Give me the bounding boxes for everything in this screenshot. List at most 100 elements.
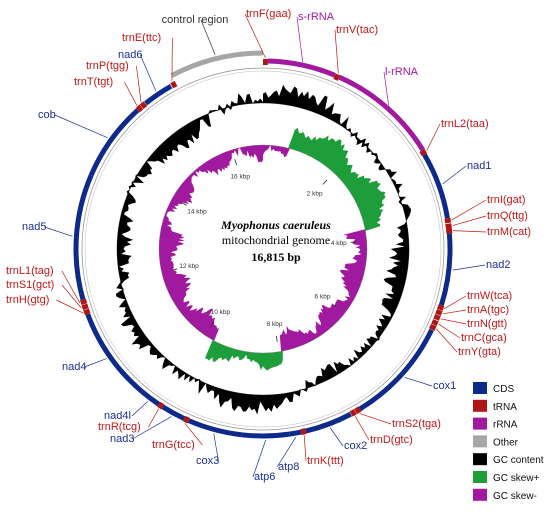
feature-label-trna-tgc: trnA(tgc)	[467, 304, 509, 316]
kbp-tick-mark	[209, 321, 215, 328]
feature-label-control-region: control region	[162, 14, 229, 26]
feature-label-trns1-gct: trnS1(gct)	[6, 279, 54, 291]
label-leader-nad4l	[131, 401, 149, 417]
label-leader-trna-tgc	[442, 309, 467, 315]
genome-title: Myophonus caeruleus mitochondrial genome…	[220, 218, 331, 264]
feature-label-trnq-ttg: trnQ(ttg)	[487, 210, 528, 222]
feature-label-trng-tcc: trnG(tcc)	[152, 439, 195, 451]
label-leader-cox2	[329, 427, 344, 447]
feature-trns2-tga	[354, 406, 362, 415]
feature-label-nad4: nad4	[62, 361, 86, 373]
feature-nad4	[85, 313, 144, 394]
label-leader-l-rrna	[383, 71, 389, 106]
label-leader-nad3	[132, 416, 172, 440]
feature-trni-gat	[444, 217, 452, 224]
legend-swatch-gc-skew	[473, 471, 487, 483]
kbp-tick-mark	[234, 159, 237, 166]
label-leader-trny-gta	[436, 328, 458, 353]
feature-nad5	[73, 174, 94, 301]
label-leader-nad4	[84, 358, 107, 368]
kbp-tick-mark	[331, 303, 337, 308]
feature-trnl1-tag	[80, 298, 88, 306]
label-leader-trnm-cat	[453, 230, 487, 233]
feature-label-trnv-tac: trnV(tac)	[336, 24, 378, 36]
label-leader-control-region	[200, 19, 216, 55]
feature-label-atp6: atp6	[254, 471, 275, 483]
feature-cox1	[358, 328, 434, 412]
feature-cox2	[305, 411, 352, 434]
feature-trnv-tac	[333, 73, 341, 81]
feature-label-s-rrna: s-rRNA	[298, 11, 335, 23]
legend-label-gc-content: GC content	[493, 455, 544, 466]
label-leader-nad5	[44, 226, 73, 237]
label-leader-trne-ttc	[171, 37, 173, 82]
feature-trnk-ttt	[300, 428, 307, 436]
feature-cob	[88, 108, 140, 176]
label-leader-atp6	[252, 439, 267, 478]
species-name: Myophonus caeruleus	[220, 218, 331, 232]
feature-nad6	[144, 83, 173, 106]
kbp-tick-mark	[181, 202, 187, 206]
feature-control-region	[170, 50, 264, 78]
feature-label-trnr-tcg: trnR(tcg)	[98, 421, 141, 433]
feature-label-nad2: nad2	[486, 259, 510, 271]
gc-skew-negative	[159, 145, 367, 353]
gc-skew-track	[158, 127, 386, 371]
feature-trnc-gca	[431, 319, 439, 326]
feature-label-trnw-tca: trnW(tca)	[467, 290, 512, 302]
feature-trny-gta	[429, 323, 437, 331]
feature-s-rrna	[267, 58, 336, 78]
feature-label-cox3: cox3	[196, 455, 219, 467]
feature-label-trny-gta: trnY(gta)	[458, 346, 501, 358]
genome-subtitle: mitochondrial genome	[222, 233, 330, 247]
feature-trnq-ttg	[445, 223, 452, 229]
feature-label-trnc-gca: trnC(gca)	[461, 332, 507, 344]
label-leader-s-rrna	[296, 16, 304, 63]
feature-label-trnh-gtg: trnH(gtg)	[6, 294, 49, 306]
label-leader-trnv-tac	[334, 29, 339, 74]
label-leader-trnw-tca	[444, 295, 467, 310]
feature-label-trnn-gtt: trnN(gtt)	[467, 318, 507, 330]
feature-nad4l	[140, 389, 161, 407]
feature-label-trnd-gtc: trnD(gtc)	[370, 434, 413, 446]
label-leader-trng-tcc	[184, 423, 203, 446]
feature-label-trnl1-tag: trnL1(tag)	[6, 265, 54, 277]
feature-trne-ttc	[170, 80, 178, 89]
feature-nad2	[438, 233, 453, 306]
feature-label-l-rrna: l-rRNA	[385, 66, 419, 78]
gc-skew-baseline	[158, 144, 368, 354]
label-leader-trni-gat	[451, 199, 487, 221]
feature-cox3	[187, 418, 243, 438]
feature-label-nad5: nad5	[22, 221, 46, 233]
label-leader-trnc-gca	[438, 323, 461, 339]
label-leader-trnh-gtg	[56, 299, 84, 314]
feature-label-trnk-ttt: trnK(ttt)	[307, 455, 344, 467]
legend-label-rrna: rRNA	[493, 420, 518, 431]
legend-swatch-trna	[473, 399, 487, 412]
feature-label-trnl2-taa: trnL2(taa)	[441, 118, 489, 130]
label-leader-nad6	[140, 54, 157, 92]
feature-label-trni-gat: trnI(gat)	[487, 194, 526, 206]
feature-trnd-gtc	[349, 408, 357, 417]
label-leader-trnl1-tag	[61, 270, 81, 304]
kbp-tick-label: 12 kbp	[179, 263, 199, 270]
legend-label-trna: tRNA	[493, 402, 517, 413]
kbp-tick-mark	[171, 268, 178, 271]
legend-label-gc-skew: GC skew+	[493, 473, 540, 484]
feature-label-trnp-tgg: trnP(tgg)	[86, 60, 129, 72]
legend-swatch-gc-skew	[473, 488, 487, 501]
feature-label-nad6: nad6	[118, 49, 142, 61]
feature-trnl2-taa	[419, 148, 428, 157]
label-leader-trnr-tcg	[148, 408, 159, 428]
legend-swatch-cds	[473, 382, 487, 394]
label-leader-nad2	[452, 264, 486, 271]
feature-nad3	[161, 404, 186, 421]
feature-trnp-tgg	[139, 101, 148, 110]
feature-trng-tcc	[183, 415, 190, 424]
kbp-tick-label: 2 kbp	[307, 190, 323, 197]
feature-label-trne-ttc: trnE(ttc)	[122, 32, 161, 44]
kbp-tick-label: 16 kbp	[230, 173, 250, 180]
